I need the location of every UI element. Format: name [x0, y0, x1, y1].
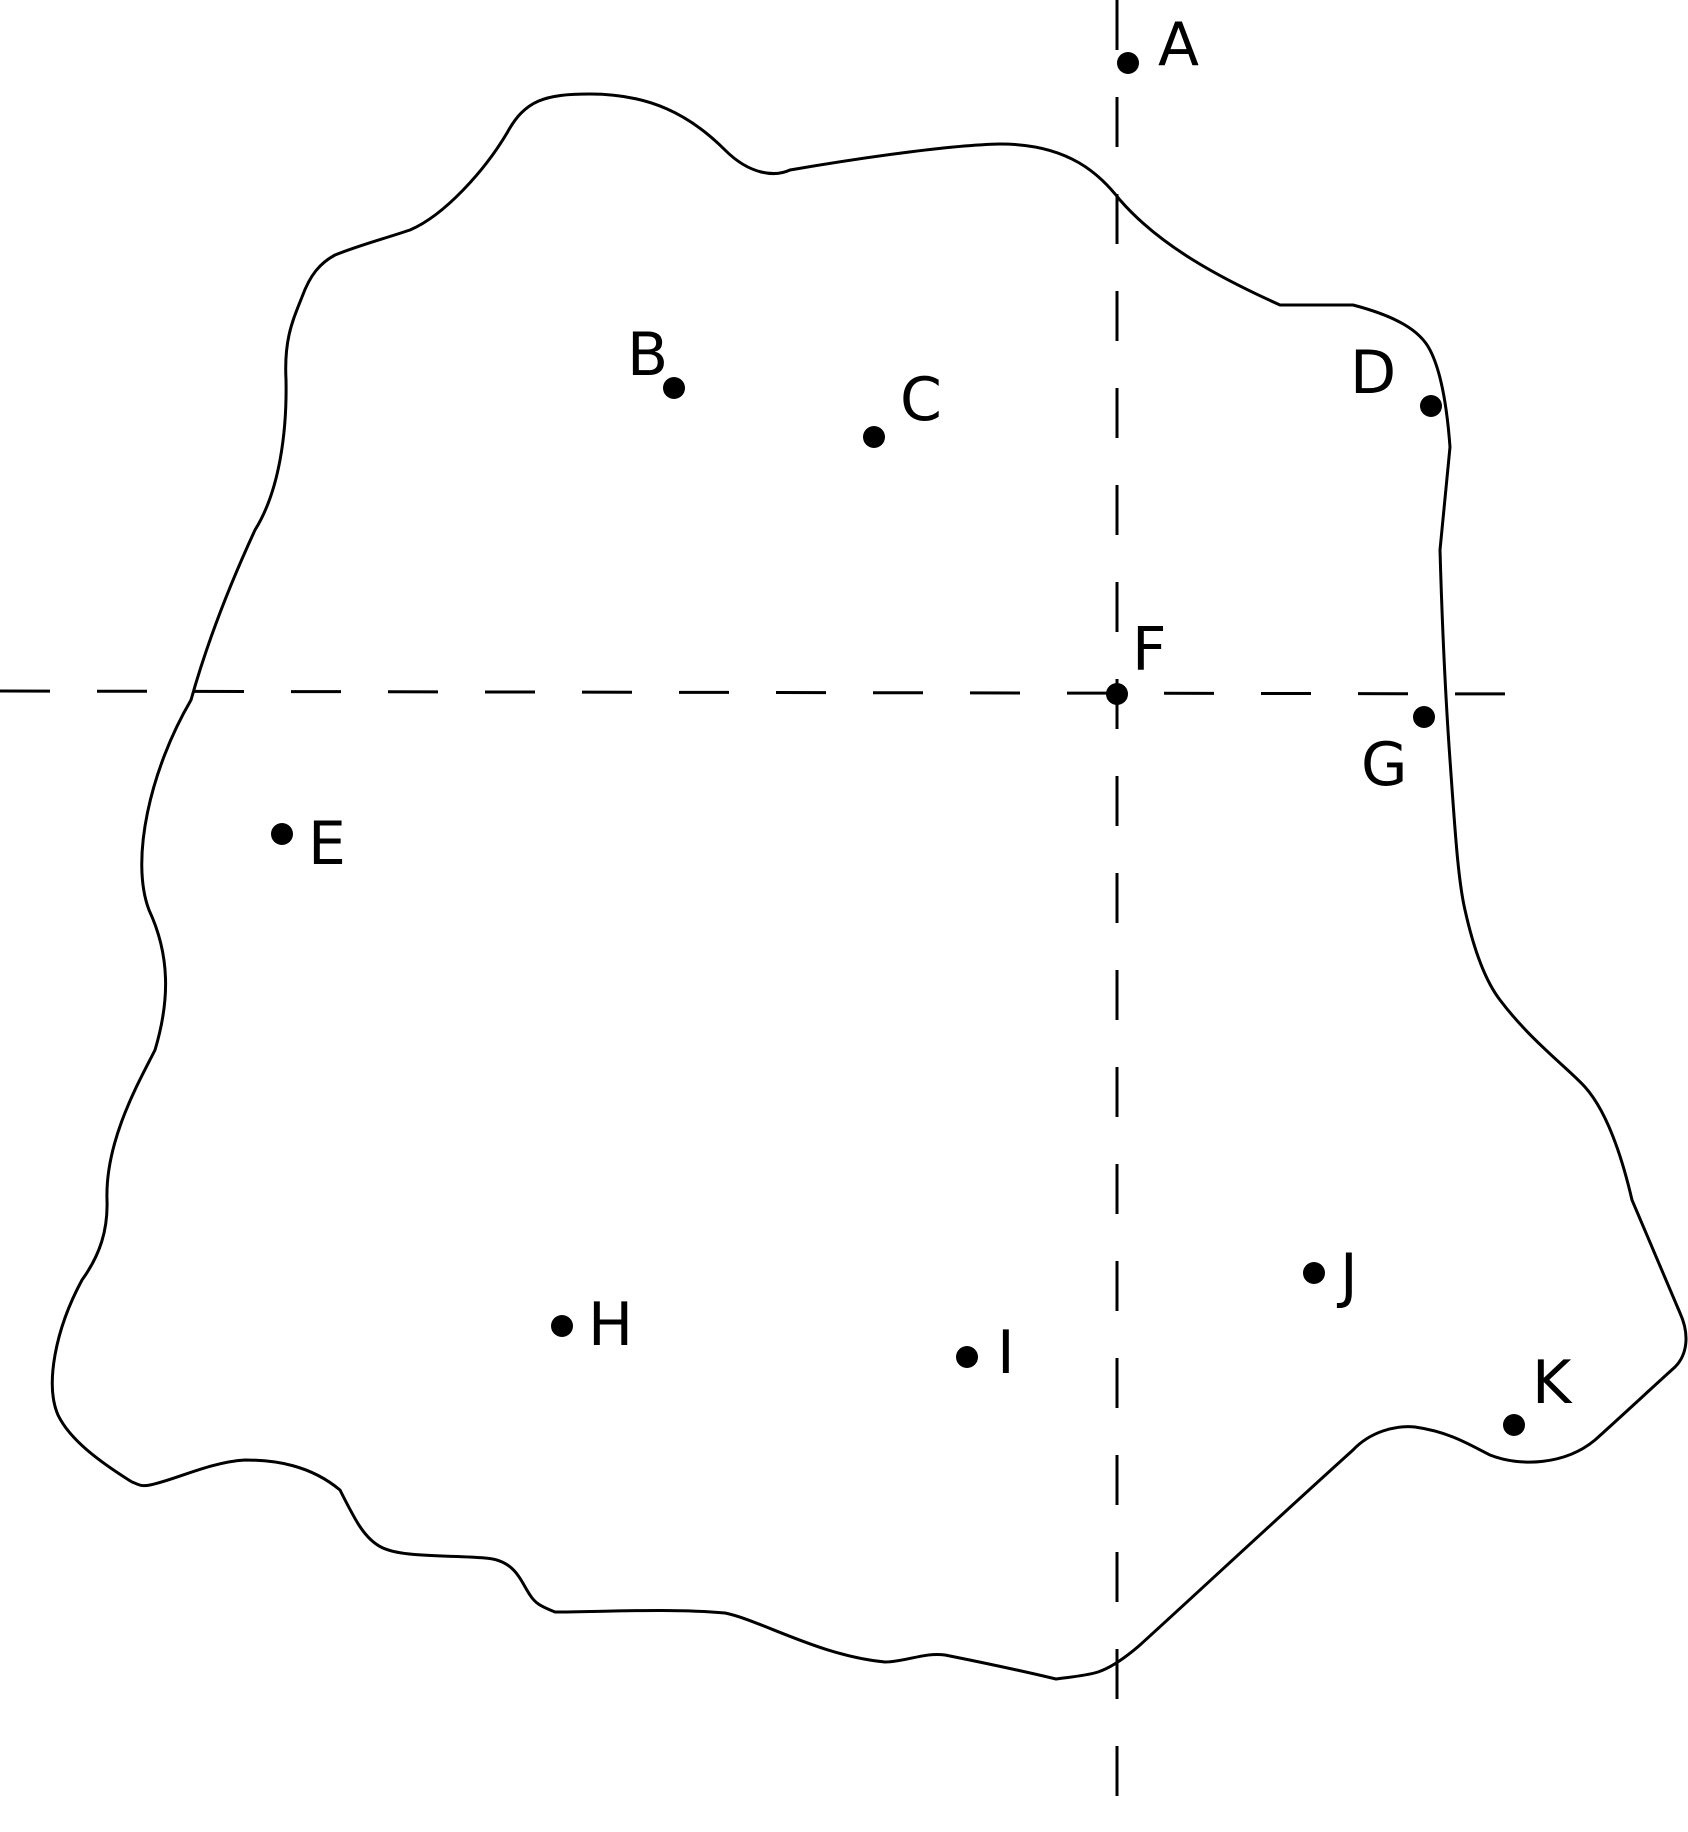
point-b: B	[627, 320, 685, 399]
point-c-dot	[863, 426, 885, 448]
point-e-dot	[271, 823, 293, 845]
point-i: I	[956, 1318, 1015, 1388]
point-h: H	[551, 1290, 633, 1360]
point-e: E	[271, 809, 346, 879]
point-c-label: C	[900, 365, 942, 435]
point-h-dot	[551, 1315, 573, 1337]
point-d-dot	[1420, 395, 1442, 417]
point-a: A	[1117, 10, 1199, 80]
point-f: F	[1106, 615, 1167, 705]
point-f-label: F	[1132, 615, 1167, 685]
point-g-label: G	[1361, 730, 1408, 800]
point-g-dot	[1413, 706, 1435, 728]
point-i-dot	[956, 1346, 978, 1368]
point-a-dot	[1117, 52, 1139, 74]
point-b-dot	[663, 377, 685, 399]
point-i-label: I	[997, 1318, 1015, 1388]
point-h-label: H	[588, 1290, 633, 1360]
point-d: D	[1350, 338, 1442, 417]
point-d-label: D	[1350, 338, 1396, 408]
point-a-label: A	[1158, 10, 1199, 80]
point-k-label: K	[1532, 1348, 1573, 1418]
point-k: K	[1503, 1348, 1573, 1436]
point-k-dot	[1503, 1414, 1525, 1436]
point-j-label: J	[1336, 1241, 1358, 1311]
point-c: C	[863, 365, 942, 448]
point-e-label: E	[308, 809, 346, 879]
point-f-dot	[1106, 683, 1128, 705]
horizontal-dashed-axis	[0, 689, 1551, 696]
point-j: J	[1303, 1241, 1358, 1311]
point-b-label: B	[627, 320, 668, 390]
point-j-dot	[1303, 1262, 1325, 1284]
point-g: G	[1361, 706, 1435, 800]
region-outline	[50, 92, 1688, 1681]
